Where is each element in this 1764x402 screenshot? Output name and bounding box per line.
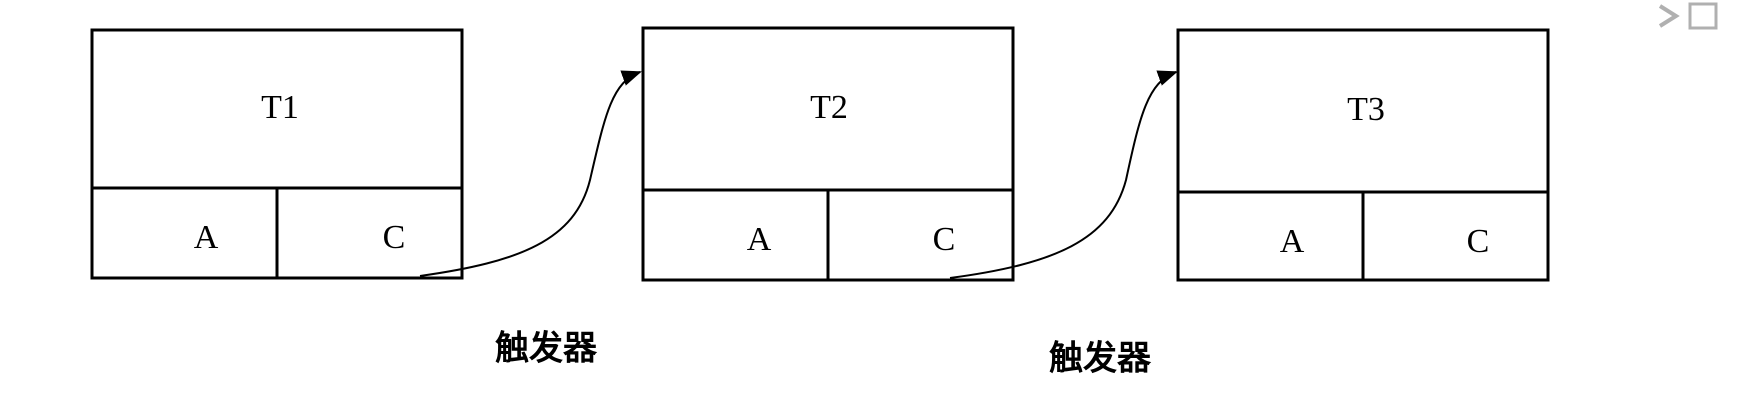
table-t3-column-a: A <box>1280 223 1305 260</box>
table-t1: T1 A C <box>90 28 464 280</box>
table-t2-title: T2 <box>810 89 848 126</box>
table-t1-title: T1 <box>261 89 299 126</box>
trigger-label-1: 触发器 <box>495 329 598 369</box>
table-t3-title: T3 <box>1347 91 1385 128</box>
table-t2-column-c: C <box>933 221 956 258</box>
table-t2-column-a: A <box>747 221 772 258</box>
trigger-label-2: 触发器 <box>1049 339 1152 379</box>
trigger-arrow-t2-t3 <box>949 70 1178 279</box>
table-t3-column-c: C <box>1467 223 1490 260</box>
table-t1-column-a: A <box>194 219 219 256</box>
trigger-arrow-t1-t2 <box>419 70 642 277</box>
watermark-icon <box>1658 2 1718 30</box>
table-t2: T2 A C <box>641 26 1015 282</box>
table-t3: T3 A C <box>1176 28 1550 282</box>
table-t1-column-c: C <box>383 219 406 256</box>
